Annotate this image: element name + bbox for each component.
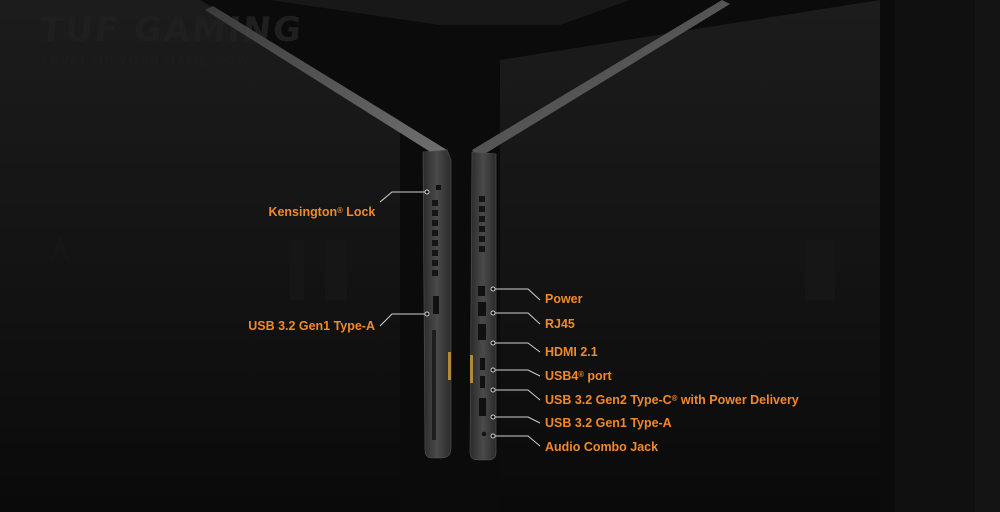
background-panel-center (270, 0, 630, 25)
usb-a-left-port (433, 296, 439, 314)
hdmi-port (478, 324, 486, 340)
label-power: Power (545, 291, 583, 306)
label-audio-jack: Audio Combo Jack (545, 439, 659, 454)
right-hinge-accent (470, 355, 473, 383)
power-port (478, 286, 485, 296)
label-rj45: RJ45 (545, 316, 575, 331)
background-panel-right (500, 0, 880, 512)
label-hdmi: HDMI 2.1 (545, 344, 598, 359)
left-hinge-accent (448, 352, 451, 380)
laptop-right-side (469, 0, 730, 461)
label-usb4: USB4® port (545, 368, 612, 383)
laptop-right-lid (472, 0, 730, 158)
usb4-port (480, 358, 485, 370)
kensington-slot (436, 185, 441, 190)
usb-c-port (480, 376, 485, 388)
label-usb-a-left: USB 3.2 Gen1 Type-A (248, 318, 375, 333)
label-usb-c: USB 3.2 Gen2 Type-C® with Power Delivery (545, 392, 799, 407)
vent-right (479, 196, 485, 252)
usb-a-right-port (479, 398, 486, 416)
label-kensington-lock: Kensington® Lock (268, 204, 375, 219)
laptop-left-lid (205, 6, 447, 158)
rj45-port (478, 302, 486, 316)
audio-jack (481, 431, 487, 437)
leader-lines-right (490, 286, 541, 447)
vent-left (432, 200, 438, 276)
background-panel-edge (975, 0, 1000, 512)
laptop-left-side (205, 6, 452, 459)
background-panel-left (0, 0, 400, 512)
label-usb-a-right: USB 3.2 Gen1 Type-A (545, 415, 672, 430)
background-panel-far-right (895, 0, 975, 512)
watermark-subtitle: LEVEL UP YOUR GAME NOW (42, 54, 251, 68)
leader-lines-left (379, 189, 430, 327)
